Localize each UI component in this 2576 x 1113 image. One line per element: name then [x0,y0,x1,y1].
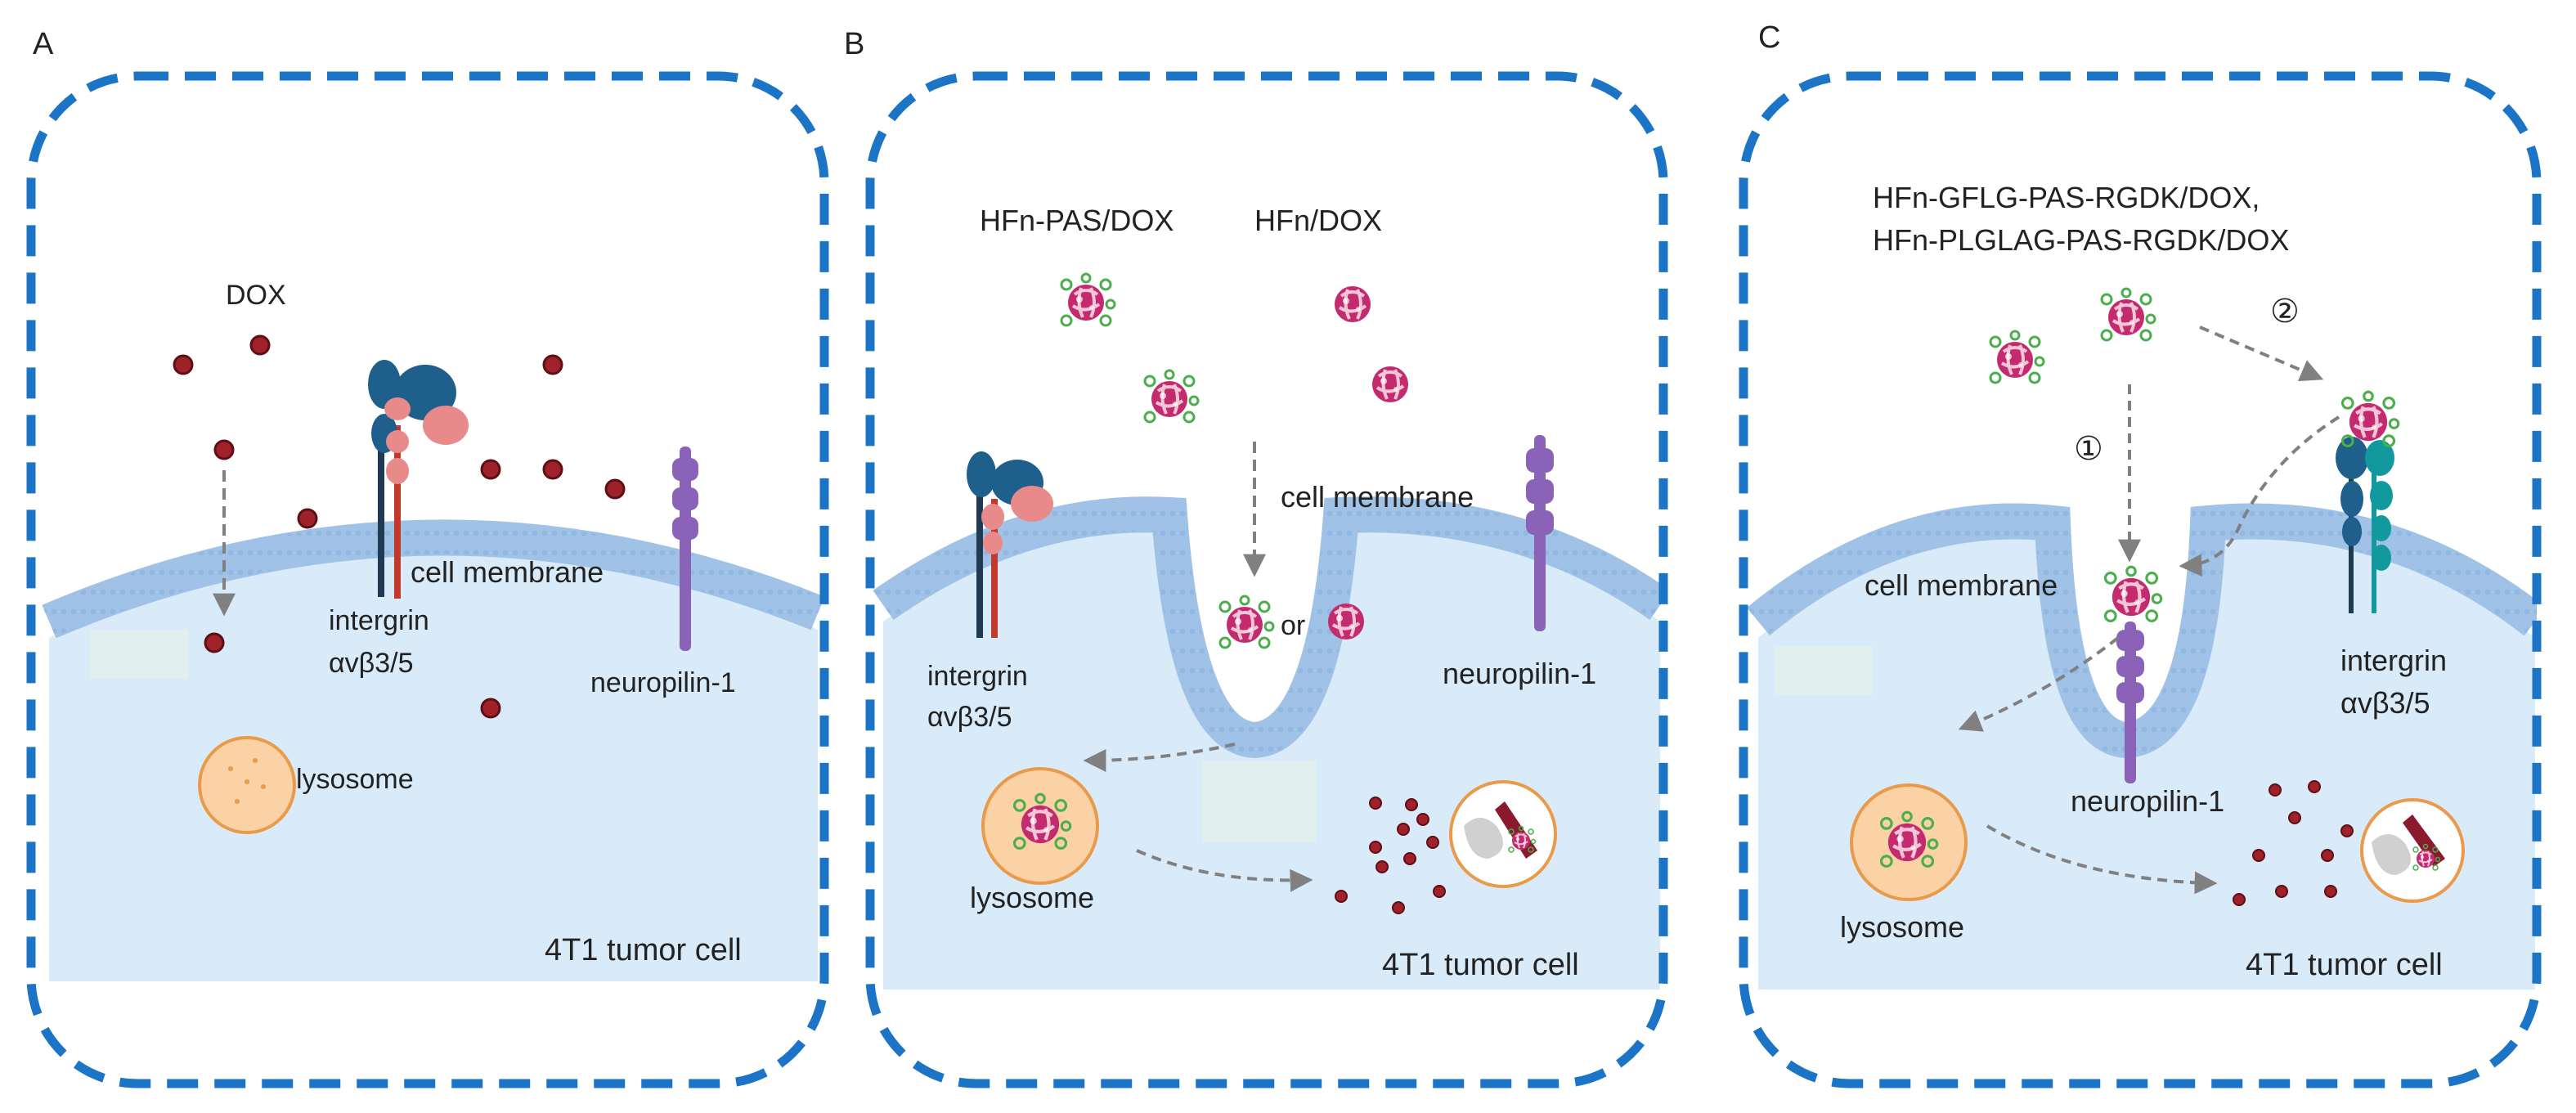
neuropilin-label: neuropilin-1 [590,667,736,698]
nanocage-rgdk [2102,289,2155,340]
nanocage-internalized [1326,602,1366,641]
route-2-arrow [2199,325,2324,382]
panel-b-cell [873,496,1663,990]
membrane-label: cell membrane [1865,568,2058,602]
lysosome-label: lysosome [1840,910,1964,944]
route-2-internal-arrow [2179,415,2340,577]
nanocage-rgdk [1990,331,2044,383]
nanocage-internalized [1220,596,1273,648]
neuropilin-label: neuropilin-1 [2071,784,2224,818]
nanocage-hfn [1371,365,1410,404]
or-label: or [1281,610,1305,641]
nanocage-neuropilin [2106,567,2161,621]
degraded-lysosome-c [2360,798,2465,903]
cytoplasm [883,529,1660,990]
cytoplasm [49,545,818,981]
integrin-a [368,360,469,599]
integrin-label-2: αvβ3/5 [927,702,1012,733]
release-arrow [1136,849,1313,892]
panel-b-frame [865,71,1668,1088]
cell-label: 4T1 tumor cell [545,933,742,967]
panel-a-letter: A [33,27,54,61]
panel-c: C HFn-GFLG-PAS-RGDK/DOX, HFn-PLGLAG-PAS-… [1739,20,2542,1088]
panel-a-frame [26,71,829,1088]
integrin-label-2: αvβ3/5 [2340,686,2430,720]
step-1-label: ① [2074,431,2103,467]
released-dox [1335,797,1446,914]
degraded-lysosome-b [1449,780,1557,888]
panel-b: B HFn-PAS/DOX HFn/DOX cell membrane or [844,27,1668,1088]
membrane-label: cell membrane [411,555,604,589]
dox-molecules [173,334,626,719]
nanocage-pas [1061,274,1115,325]
hfn-pas-label: HFn-PAS/DOX [980,204,1174,237]
nanocage-bound [2343,392,2399,446]
panel-a-cell [42,519,824,981]
neuropilin-c [2116,622,2144,783]
release-arrow [1986,824,2218,895]
membrane-label: cell membrane [1281,480,1474,514]
lysosome-c [1850,783,1968,901]
hfn-label: HFn/DOX [1254,204,1382,237]
panel-b-letter: B [844,27,864,61]
neuropilin-b [1526,435,1554,631]
released-dox [2233,780,2354,906]
cell-label: 4T1 tumor cell [2246,948,2443,982]
neuropilin-label: neuropilin-1 [1443,657,1596,690]
integrin-label-1: intergrin [329,605,429,636]
to-lysosome-arrow [1958,636,2120,732]
lysosome-label: lysosome [970,881,1094,914]
to-lysosome-arrow [1083,743,1236,772]
cell-label: 4T1 tumor cell [1382,948,1579,982]
neuropilin-a [672,447,698,651]
nanocage-pas [1145,370,1198,422]
lysosome-b [981,767,1099,885]
title-line-2: HFn-PLGLAG-PAS-RGDK/DOX [1873,223,2289,257]
panel-c-frame [1739,71,2542,1088]
integrin-label-2: αvβ3/5 [329,648,413,679]
lysosome-a [198,736,296,834]
integrin-label-1: intergrin [2340,644,2447,677]
panel-a: A [26,27,829,1088]
integrin-b [967,451,1053,638]
panel-c-letter: C [1758,20,1780,55]
title-line-1: HFn-GFLG-PAS-RGDK/DOX, [1873,181,2260,214]
nanocage-hfn [1333,285,1372,324]
step-2-label: ② [2270,294,2300,330]
lysosome-label: lysosome [296,764,414,795]
integrin-label-1: intergrin [927,661,1028,692]
dox-label: DOX [226,280,286,311]
integrin-c [2336,437,2394,613]
